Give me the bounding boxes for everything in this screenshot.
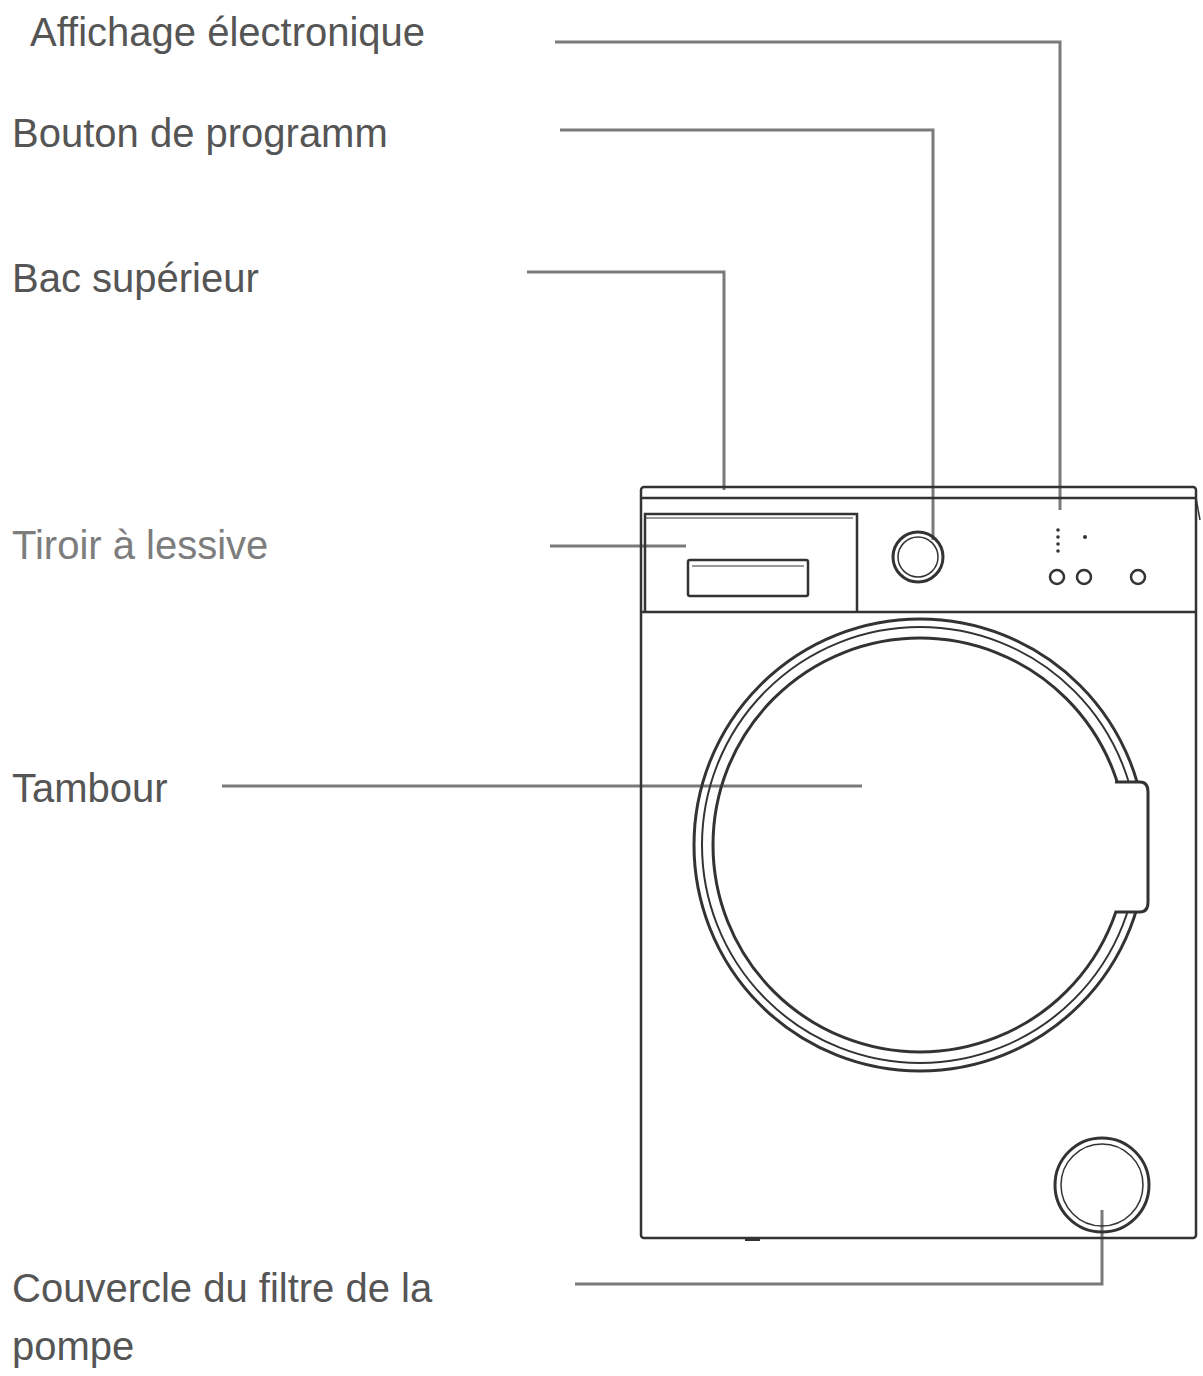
filter-cover	[1061, 1144, 1143, 1226]
door-ring	[702, 627, 1138, 1063]
filter-cover	[1055, 1138, 1149, 1232]
part-label: Bac supérieur	[12, 254, 522, 302]
button	[1077, 570, 1091, 584]
program-knob	[893, 532, 943, 582]
part-label: Tiroir à lessive	[12, 521, 542, 569]
cabinet	[641, 487, 1196, 1238]
button	[1050, 570, 1064, 584]
panel-edge	[641, 611, 1196, 614]
drum-glass	[713, 638, 1127, 1052]
machine-body	[641, 487, 1200, 1240]
door-ring	[694, 619, 1146, 1071]
detergent-drawer	[645, 514, 857, 612]
part-label: Couvercle du filtre de la pompe	[12, 1259, 557, 1375]
leader-line	[575, 1210, 1102, 1284]
top-edge	[641, 497, 1196, 500]
part-label: Bouton de programm	[12, 109, 552, 157]
drawer-handle	[692, 565, 804, 566]
program-knob	[898, 537, 938, 577]
part-label: Tambour	[12, 764, 217, 812]
top-edge	[1196, 498, 1200, 520]
drawer-handle	[688, 560, 808, 596]
leader-line	[527, 272, 724, 490]
part-label: Affichage électronique	[30, 8, 550, 56]
door-handle	[1115, 782, 1148, 912]
leader-line	[222, 785, 862, 788]
foot	[745, 1239, 760, 1241]
leader-line	[560, 130, 933, 540]
drawer-edge	[645, 517, 853, 518]
button	[1131, 570, 1145, 584]
leader-lines	[222, 42, 1102, 1284]
leader-line	[550, 545, 686, 548]
leader-line	[555, 42, 1060, 510]
indicator-dots	[1056, 528, 1087, 553]
